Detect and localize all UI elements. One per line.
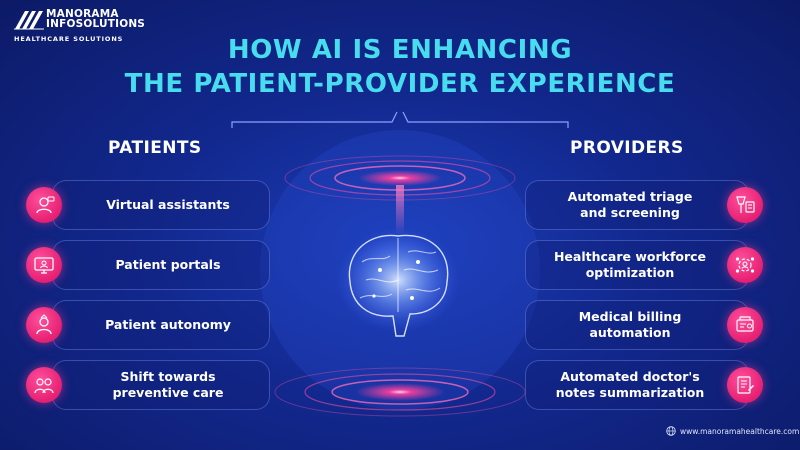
patient-autonomy-icon	[26, 307, 62, 343]
footer-website[interactable]: www.manoramahealthcare.com	[666, 426, 799, 436]
patients-card-patient-portals: Patient portals	[52, 240, 270, 290]
card-label-line1: Automated doctor's	[560, 369, 700, 384]
brain-icon	[336, 228, 460, 337]
patients-card-virtual-assistants: Virtual assistants	[52, 180, 270, 230]
card-label-line2: automation	[589, 325, 671, 340]
card-label: Patient autonomy	[105, 317, 231, 332]
patients-card-patient-autonomy: Patient autonomy	[52, 300, 270, 350]
preventive-care-icon	[26, 367, 62, 403]
card-label: Automated triage and screening	[568, 189, 693, 221]
triage-icon	[727, 187, 763, 223]
workforce-icon	[727, 247, 763, 283]
patients-card-preventive-care: Shift towards preventive care	[52, 360, 270, 410]
page-title-line2: THE PATIENT-PROVIDER EXPERIENCE	[124, 69, 676, 99]
providers-heading: PROVIDERS	[570, 138, 684, 158]
brand-tagline: HEALTHCARE SOLUTIONS	[14, 35, 124, 43]
providers-card-triage: Automated triage and screening	[525, 180, 749, 230]
brand-name: MANORAMA INFOSOLUTIONS	[46, 8, 146, 30]
billing-icon	[727, 307, 763, 343]
card-label-line2: preventive care	[112, 385, 224, 400]
card-label: Patient portals	[115, 257, 221, 272]
page-title-line1: HOW AI IS ENHANCING	[227, 35, 573, 65]
card-label-line1: Automated triage	[567, 189, 693, 204]
card-label-line2: notes summarization	[555, 385, 705, 400]
patients-heading: PATIENTS	[108, 138, 202, 158]
website-link[interactable]: www.manoramahealthcare.com	[680, 426, 800, 436]
providers-card-workforce: Healthcare workforce optimization	[525, 240, 749, 290]
card-label-line2: optimization	[585, 265, 675, 280]
card-label: Healthcare workforce optimization	[554, 249, 706, 281]
globe-icon	[666, 426, 676, 436]
virtual-assistant-icon	[26, 187, 62, 223]
brand-logo: MANORAMA INFOSOLUTIONS HEALTHCARE SOLUTI…	[14, 8, 154, 44]
card-label: Automated doctor's notes summarization	[556, 369, 704, 401]
logo-mark-icon	[14, 11, 44, 30]
card-label-line1: Shift towards	[120, 369, 216, 384]
card-label: Shift towards preventive care	[113, 369, 224, 401]
card-label: Virtual assistants	[106, 197, 230, 212]
card-label-line1: Medical billing	[578, 309, 682, 324]
card-label-line2: and screening	[580, 205, 680, 220]
card-label-line1: Healthcare workforce	[553, 249, 707, 264]
providers-card-notes: Automated doctor's notes summarization	[525, 360, 749, 410]
patient-portal-icon	[26, 247, 62, 283]
providers-card-billing: Medical billing automation	[525, 300, 749, 350]
notes-icon	[727, 367, 763, 403]
card-label: Medical billing automation	[579, 309, 682, 341]
